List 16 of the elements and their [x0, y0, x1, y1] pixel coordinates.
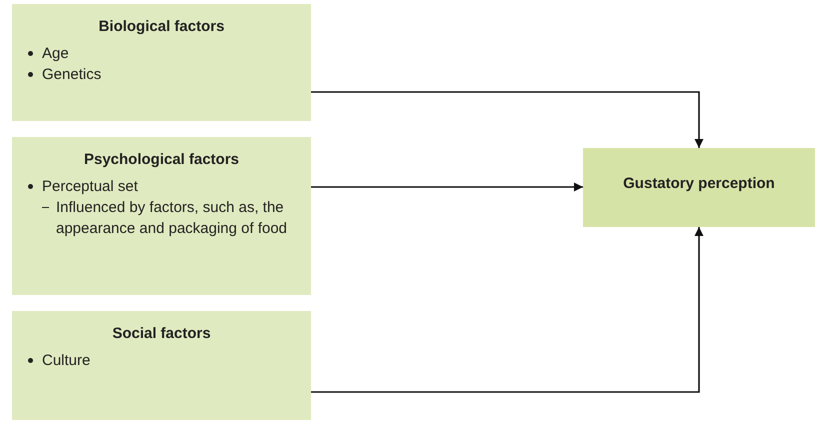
arrow: [311, 182, 583, 192]
box-heading: Psychological factors: [82, 151, 240, 170]
outcome-box: [583, 148, 815, 227]
factor-box: [12, 137, 311, 295]
bullet-text: Culture: [42, 350, 90, 371]
factor-box: [12, 4, 311, 121]
arrow: [311, 91, 704, 148]
bullet-text: Influenced by factors, such as, the appearance and packaging of food: [56, 198, 288, 239]
box-heading: Gustatory perception: [623, 175, 775, 194]
factor-box: [12, 311, 311, 420]
box-heading: Biological factors: [98, 18, 226, 37]
box-heading: Social factors: [111, 325, 212, 344]
bullet-text: Perceptual set: [42, 176, 138, 197]
arrow: [311, 227, 704, 393]
bullet-text: Genetics: [42, 64, 102, 85]
bullet-text: Age: [42, 44, 69, 64]
